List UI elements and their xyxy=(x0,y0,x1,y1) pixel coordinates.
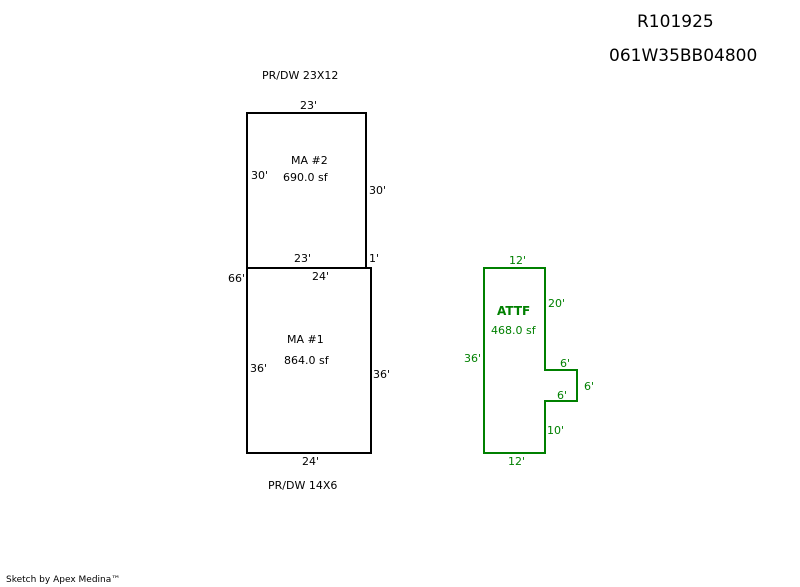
ma1-outline xyxy=(246,267,372,454)
attf-dim-jog-top: 6' xyxy=(560,357,571,370)
ma1-note: PR/DW 14X6 xyxy=(268,479,338,492)
attf-outline xyxy=(483,267,578,454)
ma1-dim-bottom: 24' xyxy=(302,455,320,468)
ma2-label: MA #2 xyxy=(291,154,328,167)
ma1-dim-right: 36' xyxy=(373,368,391,381)
ma1-label: MA #1 xyxy=(287,333,324,346)
footer-credit: Sketch by Apex Medina™ xyxy=(6,575,121,585)
attf-dim-top: 12' xyxy=(509,254,527,267)
ma2-dim-right: 30' xyxy=(369,184,387,197)
attf-dim-left: 36' xyxy=(464,352,482,365)
ma2-dim-left: 30' xyxy=(251,169,269,182)
attf-dim-right-upper: 20' xyxy=(548,297,566,310)
ma2-note: PR/DW 23X12 xyxy=(262,69,339,82)
map-tax-lot: 061W35BB04800 xyxy=(609,46,758,66)
ma2-dim-top: 23' xyxy=(300,99,318,112)
attf-dim-jog-right: 6' xyxy=(584,380,595,393)
ma1-dim-overall: 66' xyxy=(228,272,246,285)
ma2-outline xyxy=(246,112,367,268)
attf-label: ATTF xyxy=(497,304,531,318)
ma1-dim-top: 24' xyxy=(312,270,330,283)
ma1-area: 864.0 sf xyxy=(284,354,329,367)
attf-area: 468.0 sf xyxy=(491,324,536,337)
attf-dim-jog-bottom: 6' xyxy=(557,389,568,402)
ma2-area: 690.0 sf xyxy=(283,171,328,184)
parcel-id: R101925 xyxy=(637,12,714,32)
ma1-dim-left: 36' xyxy=(250,362,268,375)
attf-dim-right-lower: 10' xyxy=(547,424,565,437)
ma2-dim-step: 1' xyxy=(369,252,380,265)
attf-dim-bottom: 12' xyxy=(508,455,526,468)
ma2-dim-bottom: 23' xyxy=(294,252,312,265)
